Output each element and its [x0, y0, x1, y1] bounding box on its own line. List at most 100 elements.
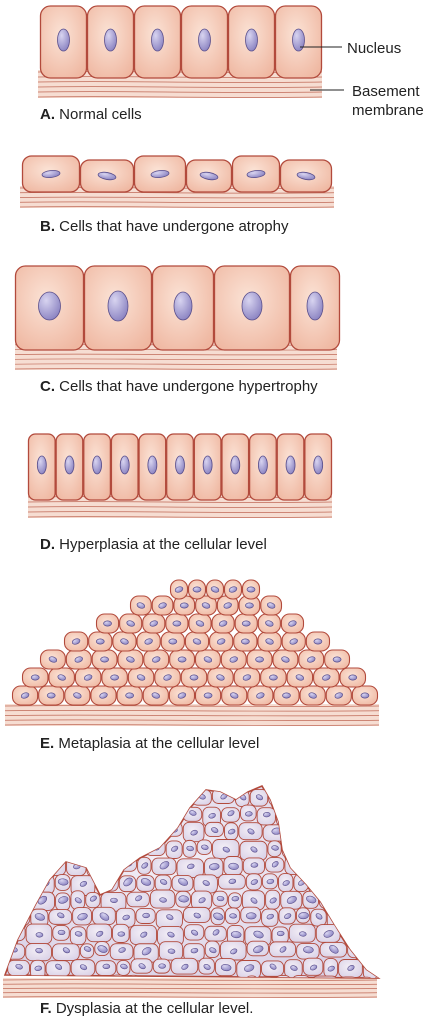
dysplastic-cell: [244, 975, 259, 978]
membrane-fiber-line: [14, 368, 338, 370]
nucleus: [192, 586, 202, 593]
membrane-fiber-line: [2, 991, 378, 994]
basement-callout-line2: membrane: [352, 102, 424, 119]
dysplastic-cell: [226, 976, 245, 978]
nucleus: [284, 913, 292, 920]
nucleus: [323, 930, 334, 938]
nucleus: [208, 813, 216, 819]
dysplastic-cell: [347, 909, 371, 925]
membrane-fiber-line: [27, 506, 333, 508]
membrane-fiber-line: [37, 96, 323, 98]
caption-f: F. Dysplasia at the cellular level.: [40, 1000, 253, 1017]
membrane-fiber-line: [4, 709, 380, 712]
membrane-fiber-line: [27, 501, 333, 503]
nucleus: [167, 810, 176, 816]
nucleus: [122, 914, 130, 921]
panel-e-metaplasia: [4, 579, 380, 726]
dysplastic-cell: [42, 787, 68, 807]
dysplastic-cell: [367, 925, 378, 943]
dysplastic-cell: [22, 874, 37, 893]
nucleus: [295, 862, 303, 869]
nucleus: [266, 913, 274, 920]
dysplastic-cell: [336, 807, 364, 826]
basement-callout-line1: Basement: [352, 83, 420, 100]
caption-a-letter: A.: [40, 106, 55, 123]
nucleus: [275, 794, 283, 801]
dysplastic-cell: [284, 856, 313, 875]
nucleus: [129, 811, 137, 818]
caption-b-text: Cells that have undergone atrophy: [59, 218, 289, 235]
nucleus: [279, 946, 287, 953]
dysplastic-cell: [345, 788, 370, 808]
nucleus: [223, 602, 232, 609]
membrane-fiber-line: [37, 91, 323, 93]
caption-a: A. Normal cells: [40, 106, 142, 123]
dysplastic-cell: [374, 874, 378, 895]
nucleus: [167, 931, 175, 938]
nucleus: [181, 963, 189, 970]
membrane-fiber-line: [37, 86, 323, 88]
nucleus: [375, 794, 378, 801]
nucleus: [156, 793, 168, 801]
nucleus: [142, 912, 150, 919]
dysplastic-cell: [67, 789, 91, 806]
nucleus: [179, 602, 189, 609]
nucleus: [230, 692, 239, 699]
nucleus: [220, 964, 232, 972]
nucleus: [71, 638, 81, 645]
nucleus: [35, 947, 43, 954]
membrane-fiber-line: [37, 81, 323, 83]
dysplastic-cell: [369, 788, 378, 808]
membrane-fiber-line: [27, 516, 333, 518]
nucleus: [136, 602, 146, 609]
nucleus: [244, 964, 255, 972]
nucleus: [118, 947, 126, 953]
dysplastic-cell: [331, 788, 346, 806]
nucleus: [303, 946, 314, 954]
nucleus: [245, 28, 258, 52]
nucleus: [62, 947, 70, 954]
nucleus: [191, 929, 199, 936]
nucleus: [198, 28, 211, 52]
nucleus: [202, 880, 210, 886]
nucleus: [265, 638, 274, 645]
nucleus: [159, 861, 170, 870]
dysplastic-cell: [358, 976, 375, 978]
nucleus: [334, 692, 343, 699]
nucleus: [271, 861, 279, 868]
nucleus: [203, 964, 211, 970]
nucleus: [286, 895, 297, 904]
nucleus: [265, 620, 274, 627]
nucleus: [245, 811, 253, 817]
nucleus: [198, 897, 206, 904]
nucleus: [102, 963, 111, 970]
nucleus: [269, 963, 277, 970]
dysplastic-cell: [332, 823, 360, 843]
dysplastic-cell: [48, 822, 72, 839]
caption-a-text: Normal cells: [59, 106, 142, 123]
nucleus: [144, 638, 153, 645]
dysplastic-cell: [310, 975, 339, 978]
nucleus: [168, 638, 178, 645]
panel-b-atrophy: [19, 155, 335, 208]
panel-c-hypertrophy: [14, 265, 341, 370]
nucleus: [354, 896, 362, 903]
dysplastic-cell: [363, 806, 378, 825]
dysplastic-cell: [359, 823, 378, 840]
nucleus: [230, 948, 238, 955]
nucleus: [77, 913, 88, 921]
dysplastic-cell: [48, 838, 68, 855]
dysplastic-cell: [371, 889, 378, 910]
dysplastic-cell: [85, 822, 103, 842]
dysplastic-cell: [305, 822, 333, 840]
nucleus: [355, 912, 364, 918]
nucleus: [308, 692, 317, 699]
dysplastic-cell: [105, 788, 133, 805]
nucleus: [282, 692, 291, 699]
nucleus: [99, 912, 110, 921]
nucleus: [57, 674, 66, 681]
nucleus: [203, 692, 213, 699]
dysplastic-cell: [126, 974, 141, 978]
nucleus: [126, 620, 135, 627]
